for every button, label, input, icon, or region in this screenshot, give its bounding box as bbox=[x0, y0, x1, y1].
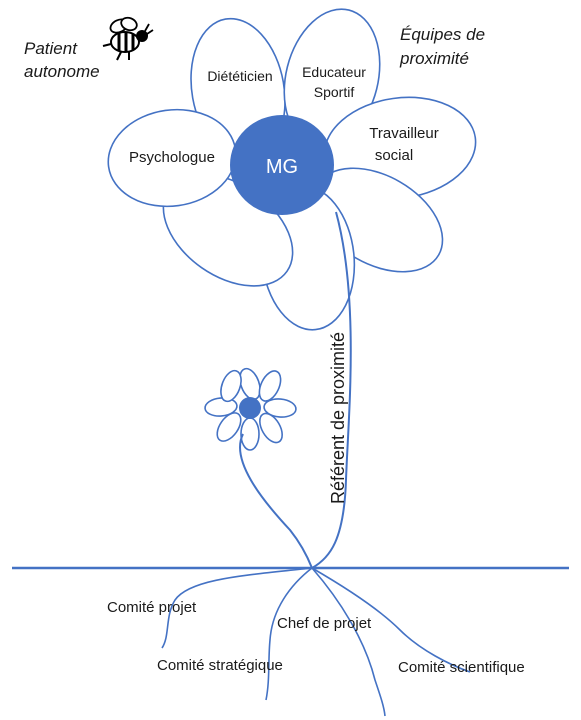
stem-label: Référent de proximité bbox=[328, 332, 348, 504]
root-label-comite-scientifique: Comité scientifique bbox=[398, 659, 525, 676]
root-label-comite-strategique: Comité stratégique bbox=[157, 657, 283, 674]
root-label-comite-projet: Comité projet bbox=[107, 599, 197, 616]
flower-center-mg bbox=[230, 115, 334, 215]
small-petal-3 bbox=[263, 398, 297, 418]
bee-icon bbox=[102, 16, 154, 61]
root-chef-de-projet bbox=[265, 567, 313, 701]
small-petal-6 bbox=[216, 412, 242, 442]
big-flower-stem bbox=[311, 211, 352, 569]
top-right-label-line1: Équipes de bbox=[400, 25, 485, 44]
root-comite-scientifique bbox=[311, 567, 471, 673]
top-left-label-line2: autonome bbox=[24, 62, 100, 81]
small-petal-5 bbox=[240, 417, 260, 451]
small-petal-8 bbox=[220, 369, 242, 403]
top-left-label-line1: Patient bbox=[24, 39, 78, 58]
petal-label-educateur-line1: Educateur bbox=[302, 64, 366, 80]
small-flower-center bbox=[239, 397, 261, 419]
petal-label-travailleur-line1: Travailleur bbox=[369, 125, 438, 142]
petal-label-dieteticien: Diététicien bbox=[207, 68, 272, 84]
top-right-label-line2: proximité bbox=[399, 49, 469, 68]
petal-label-psychologue: Psychologue bbox=[129, 149, 215, 166]
big-flower bbox=[107, 8, 477, 331]
center-label: MG bbox=[266, 156, 298, 178]
petal-label-travailleur-line2: social bbox=[375, 147, 413, 164]
petal-label-educateur-line2: Sportif bbox=[314, 84, 355, 100]
root-label-chef-de-projet: Chef de projet bbox=[277, 615, 372, 632]
small-petal-2 bbox=[258, 370, 282, 402]
small-flower-stem bbox=[239, 433, 313, 569]
small-petal-4 bbox=[259, 412, 283, 444]
small-flower bbox=[204, 367, 297, 451]
roots bbox=[161, 567, 471, 717]
small-petal-7 bbox=[204, 397, 238, 417]
root-center bbox=[311, 567, 386, 717]
root-comite-projet bbox=[161, 567, 313, 649]
